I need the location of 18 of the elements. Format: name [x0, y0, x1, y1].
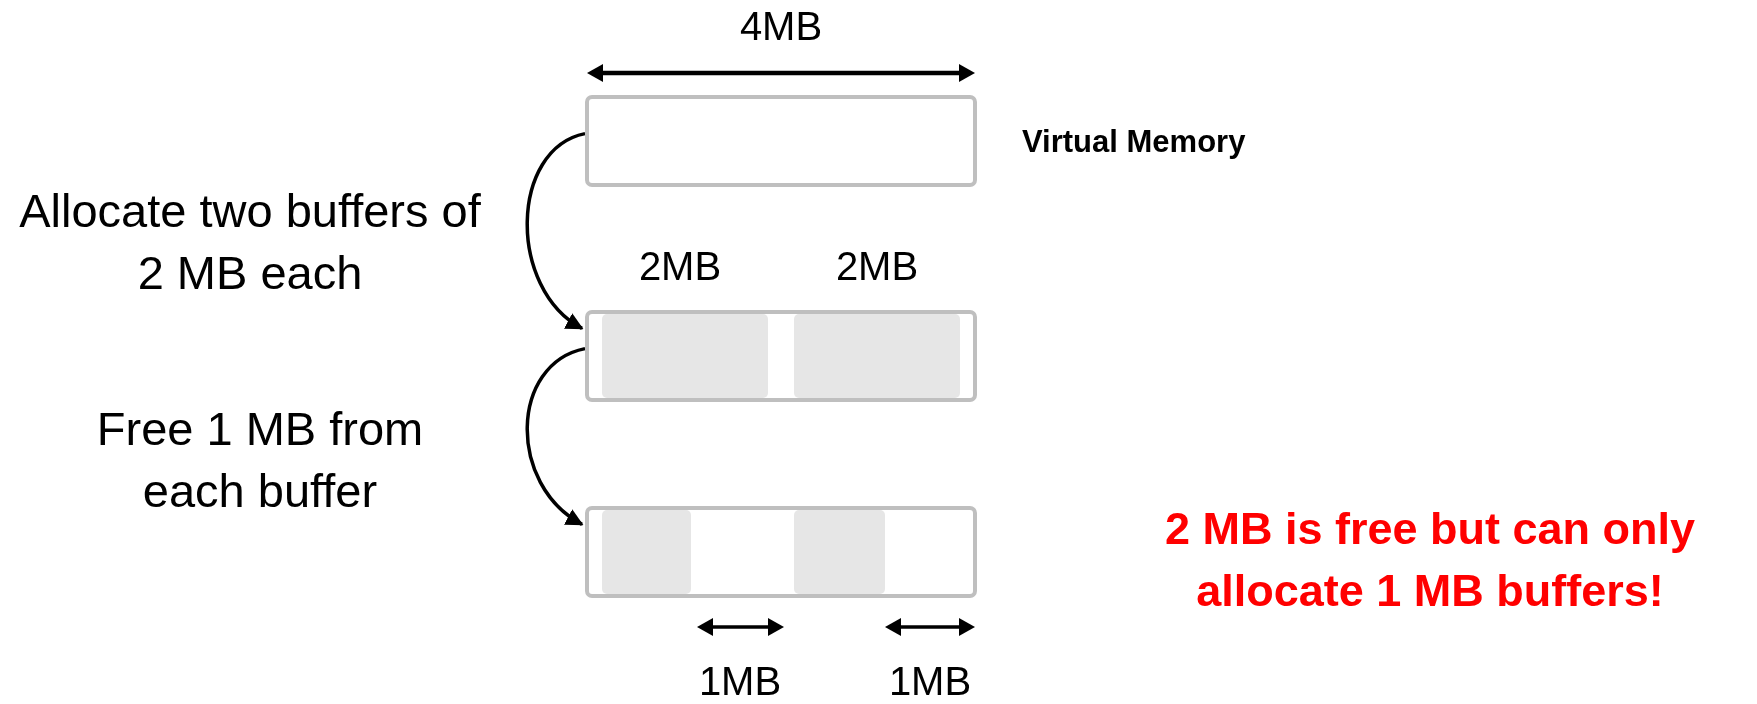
memory-bar: [585, 506, 977, 598]
size-label: 2MB: [834, 243, 920, 290]
edge-label: Allocate two buffers of 2 MB each: [18, 183, 482, 301]
edge-label: Free 1 MB from each buffer: [95, 401, 425, 519]
dimension-label: 1MB: [887, 658, 973, 704]
dimension-label: 4MB: [738, 3, 824, 50]
buffer-block: [794, 314, 960, 398]
curved-arrow: [525, 347, 586, 526]
dimension-label: 1MB: [697, 658, 783, 704]
buffer-block: [602, 314, 768, 398]
buffer-block: [794, 510, 885, 594]
warning-note: 2 MB is free but can only allocate 1 MB buffers!: [1163, 502, 1697, 618]
memory-bar: [585, 310, 977, 402]
size-label: 2MB: [637, 243, 723, 290]
memory-label: Virtual Memory: [1022, 124, 1246, 160]
buffer-block: [602, 510, 691, 594]
memory-bar: [585, 95, 977, 187]
curved-arrow: [525, 132, 586, 330]
